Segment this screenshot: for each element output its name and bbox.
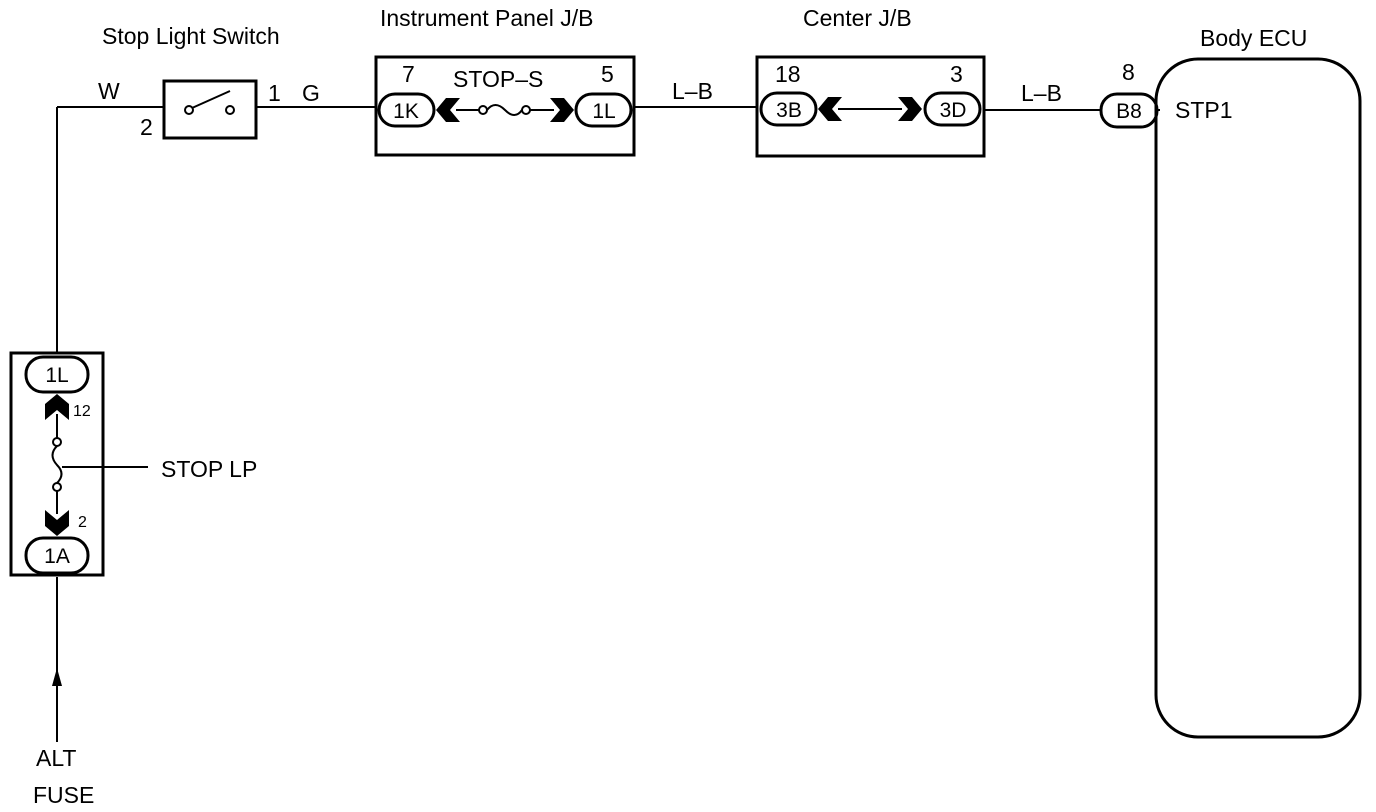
chevron-right-icon [550, 98, 574, 122]
body-ecu [1099, 57, 1362, 739]
ip-fuse-node-left [478, 105, 488, 115]
er-pin-12: 12 [73, 403, 91, 420]
ecu-pin-8: 8 [1122, 59, 1135, 85]
wire-color-l-b-2: L–B [1021, 80, 1062, 106]
connector-1l-ip [574, 92, 633, 128]
connector-1k-label: 1K [393, 100, 419, 123]
center-jb-pin-3: 3 [950, 61, 963, 87]
connector-1k [377, 92, 436, 128]
switch-pin-1: 1 [268, 80, 281, 106]
connector-1l-er-label: 1L [45, 364, 68, 387]
ip-jb-fuse-name: STOP–S [453, 66, 543, 92]
connector-3b-label: 3B [776, 99, 802, 122]
switch-contact-right [225, 105, 235, 115]
chevron-up-icon [45, 394, 69, 420]
er-pin-2: 2 [78, 514, 87, 531]
er-fuse-node-bottom [52, 482, 62, 492]
wires [56, 106, 1160, 742]
alt-fuse-line1: ALT [36, 745, 76, 771]
center-jb-title: Center J/B [803, 5, 912, 31]
connector-1a [24, 536, 90, 575]
engine-room-jb [9, 351, 105, 577]
ip-jb-pin-7: 7 [402, 61, 415, 87]
chevron-down-icon [45, 510, 69, 536]
connector-3b [759, 91, 818, 127]
wire-color-w: W [98, 78, 120, 104]
center-jb-pin-18: 18 [775, 61, 801, 87]
connector-1l-er [24, 355, 90, 394]
switch-lever-icon [191, 90, 231, 109]
wire-color-l-b-1: L–B [672, 78, 713, 104]
fuse-icon-ip [486, 104, 523, 116]
ip-fuse-node-right [521, 105, 531, 115]
stop-light-switch-title: Stop Light Switch [102, 23, 280, 49]
instrument-panel-jb-title: Instrument Panel J/B [380, 5, 594, 31]
stop-light-switch [162, 79, 258, 140]
switch-contact-left [184, 105, 194, 115]
connector-1l-ip-label: 1L [592, 100, 615, 123]
center-jb-box [755, 55, 986, 158]
ecu-terminal-stp1: STP1 [1175, 97, 1233, 123]
switch-pin-2: 2 [140, 114, 153, 140]
connector-3d-label: 3D [940, 99, 967, 122]
connector-b8-label: B8 [1116, 100, 1142, 123]
alt-fuse-arrow-icon [52, 668, 62, 686]
er-fuse-node-top [52, 437, 62, 447]
center-jb [755, 55, 986, 158]
chevron-right-icon [898, 97, 922, 121]
engine-room-jb-box [9, 351, 105, 577]
instrument-panel-jb [374, 55, 636, 157]
chevron-left-icon [818, 97, 842, 121]
body-ecu-title: Body ECU [1200, 25, 1307, 51]
body-ecu-box [1154, 57, 1362, 739]
connector-3d [923, 91, 982, 127]
switch-box [162, 79, 258, 140]
wire-color-g: G [302, 80, 320, 106]
ip-jb-box [374, 55, 636, 157]
ip-jb-pin-5: 5 [601, 61, 614, 87]
connector-1a-label: 1A [44, 545, 70, 568]
fuse-icon-er [51, 445, 63, 484]
stop-lp-label: STOP LP [161, 456, 257, 482]
alt-fuse-line2: FUSE [33, 782, 94, 808]
chevron-left-icon [436, 98, 460, 122]
